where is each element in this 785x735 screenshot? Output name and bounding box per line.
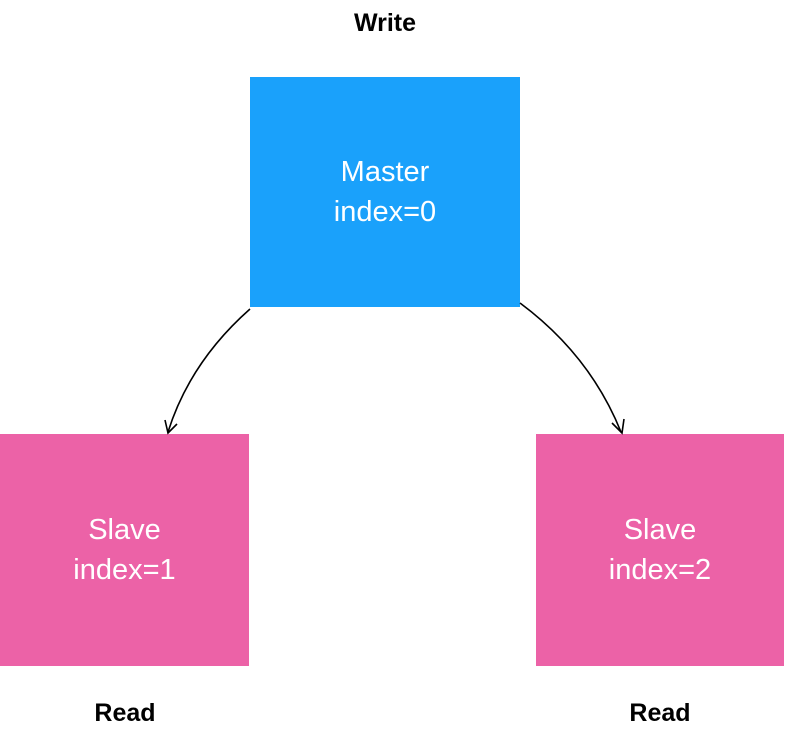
arrowhead-slave-1 xyxy=(164,419,178,435)
master-node: Master index=0 xyxy=(250,77,520,307)
edge-master-to-slave-2 xyxy=(519,302,622,433)
read-label-2: Read xyxy=(629,699,691,727)
read-label-1: Read xyxy=(94,699,156,727)
edge-master-to-slave-1 xyxy=(167,308,251,433)
master-index: index=0 xyxy=(333,196,437,228)
slave-2-title: Slave xyxy=(623,514,697,546)
arrowhead-slave-2 xyxy=(611,418,625,435)
slave-node-2: Slave index=2 xyxy=(536,434,784,666)
slave-node-1: Slave index=1 xyxy=(0,434,249,666)
master-title: Master xyxy=(340,156,430,188)
slave-1-title: Slave xyxy=(88,514,161,546)
slave-1-index: index=1 xyxy=(73,554,176,586)
slave-2-index: index=2 xyxy=(608,554,712,586)
write-label: Write xyxy=(353,9,417,37)
